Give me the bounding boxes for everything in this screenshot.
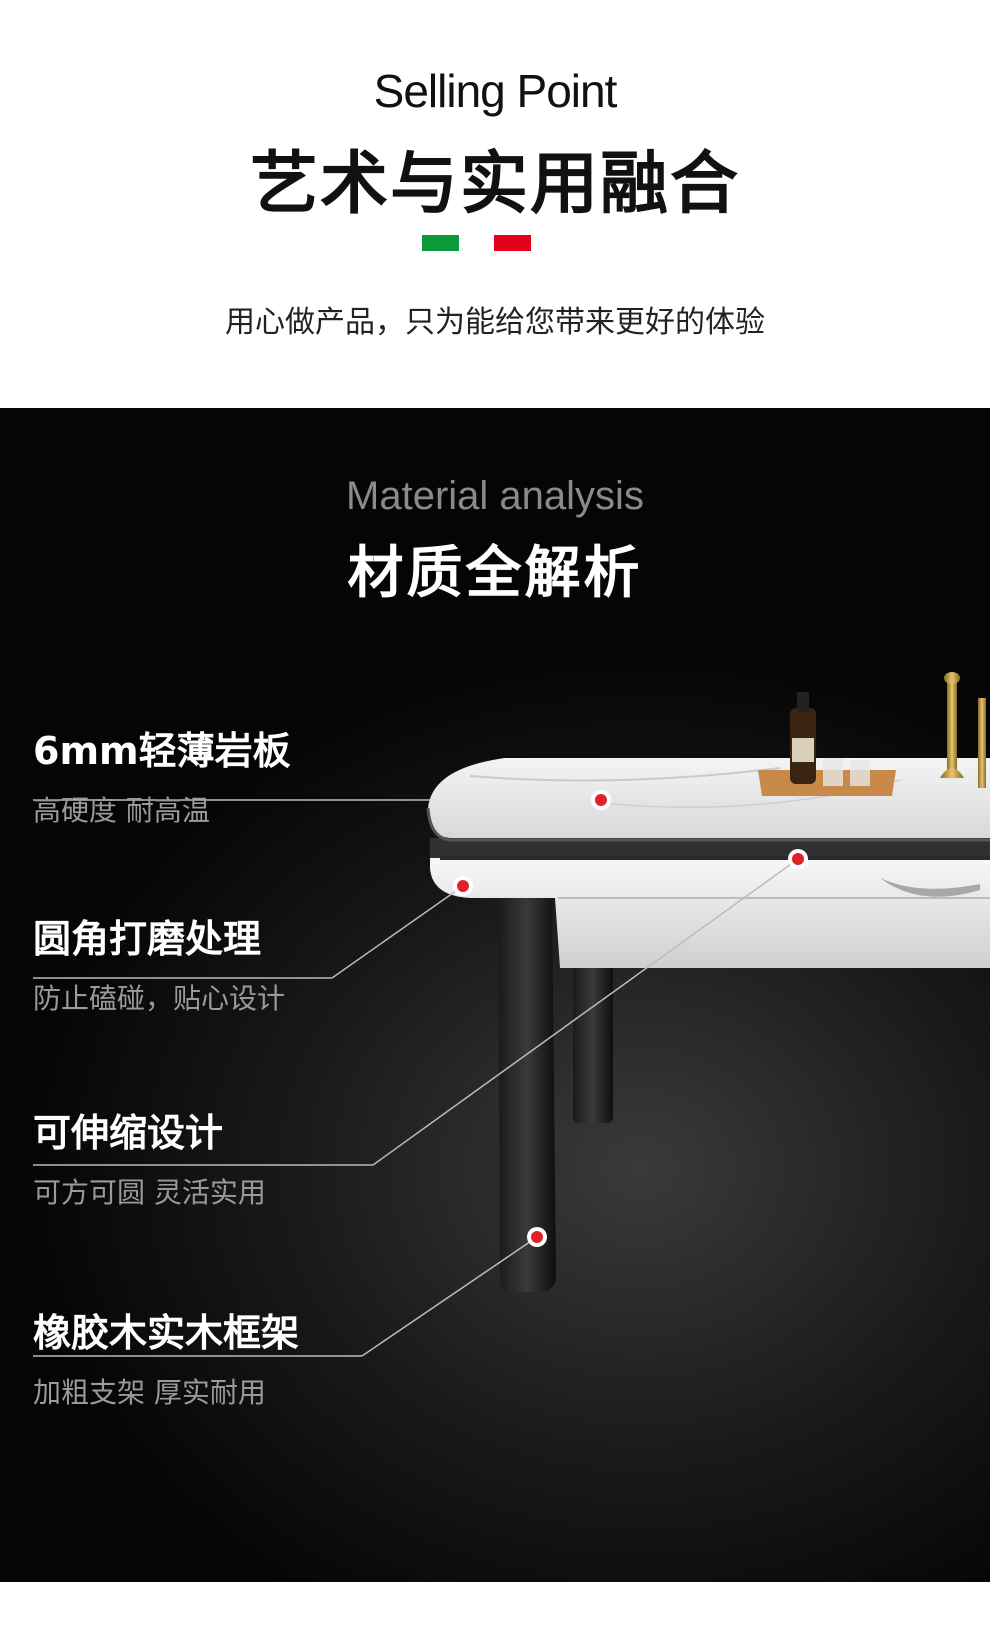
green-bar-decoration	[422, 235, 459, 251]
drawer-handle	[880, 878, 980, 897]
feature-desc: 加粗支架 厚实耐用	[33, 1376, 266, 1409]
feature-title: 橡胶木实木框架	[33, 1311, 300, 1355]
material-analysis-section: Material analysis 材质全解析 6mm轻薄岩板 高硬度 耐高温 …	[0, 408, 990, 1582]
hotspot-dot-2	[453, 876, 473, 896]
feature-desc: 防止磕碰，贴心设计	[33, 982, 286, 1015]
feature-item: 圆角打磨处理 防止磕碰，贴心设计	[33, 908, 285, 1017]
selling-point-title-cn: 艺术与实用融合	[249, 145, 740, 224]
selling-point-section: Selling Point 艺术与实用融合 用心做产品，只为能给您带来更好的体验	[0, 0, 990, 408]
hotspot-dot-1	[591, 790, 611, 810]
feature-item: 6mm轻薄岩板 高硬度 耐高温	[33, 720, 291, 829]
back-leg	[573, 963, 613, 1123]
material-title-cn: 材质全解析	[347, 541, 643, 606]
selling-point-subtitle: 用心做产品，只为能给您带来更好的体验	[225, 305, 765, 340]
front-leg	[498, 896, 556, 1292]
hotspot-dot-4	[527, 1227, 547, 1247]
feature-title: 6mm轻薄岩板	[33, 729, 291, 773]
stone-tabletop	[427, 758, 990, 838]
feature-desc: 高硬度 耐高温	[33, 794, 210, 827]
feature-item: 橡胶木实木框架 加粗支架 厚实耐用	[33, 1302, 299, 1411]
table-product-image	[33, 672, 990, 1357]
bottom-spacer	[0, 1582, 990, 1640]
feature-desc: 可方可圆 灵活实用	[33, 1176, 266, 1209]
feature-title: 可伸缩设计	[33, 1111, 224, 1155]
feature-title: 圆角打磨处理	[33, 917, 262, 961]
hotspot-dot-3	[788, 849, 808, 869]
table-apron	[430, 838, 990, 968]
material-title-en: Material analysis	[346, 474, 644, 518]
feature-item: 可伸缩设计 可方可圆 灵活实用	[33, 1102, 266, 1211]
selling-point-title-en: Selling Point	[373, 65, 618, 117]
red-bar-decoration	[494, 235, 531, 251]
gold-candle-holder	[947, 678, 957, 778]
